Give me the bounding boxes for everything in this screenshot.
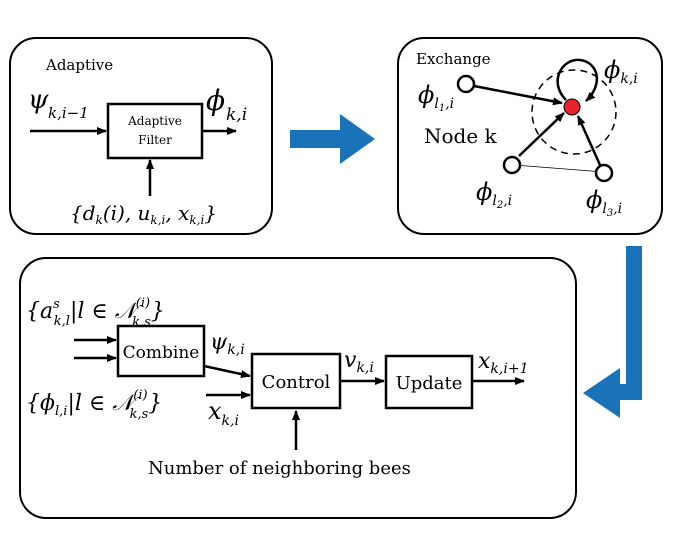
set-phi-Nsub: k,s [130,407,149,422]
svg-text:ϕl2,i: ϕl2,i [476,178,512,211]
l2-to-k-arrow [518,112,565,157]
set-a-mid: |l ∈ [70,299,115,324]
phi-ki-label: ϕ [604,56,620,84]
phi-l1-subsub: 1 [439,103,445,114]
phi-l2-label: ϕ [476,178,492,206]
data-label-close: } [204,201,217,225]
set-phi-open: {ϕ [26,391,55,416]
adaptive-filter-line1: Adaptive [127,114,182,128]
set-a-Nsup: (i) [136,296,150,311]
node-k [563,98,581,116]
data-label-u: (i), u [103,201,151,225]
adaptive-data-label: {dk(i), uk,i, xk,i} [70,201,217,227]
phi-l2-sub: l [492,193,496,209]
svg-text:xk,i+1: xk,i+1 [478,349,528,377]
exchange-panel: Exchange ϕl1,i ϕk,i Node k ϕl2,i ϕl3,i [397,37,663,235]
data-label-x: , x [165,201,189,225]
svg-text:ϕk,i: ϕk,i [604,56,638,87]
phi-l3-i: ,i [613,201,622,217]
phi-l2-i: ,i [503,193,512,209]
svg-text:ϕl1,i: ϕl1,i [418,81,454,114]
x-output-label: x [478,349,491,374]
set-a-close: } [151,299,165,324]
neighborhood-circle [531,69,617,155]
neighbors-label: Number of neighboring bees [148,458,411,479]
v-sub: k,i [356,360,373,376]
adaptive-title: Adaptive [45,56,113,74]
phi-l3-sub: l [602,201,606,217]
node-l1 [456,74,476,94]
psi-input-sub: k,i−1 [48,104,89,122]
set-phi-sub: l,i [55,404,67,419]
x-input-label: x [208,397,222,425]
node-k-label: Node k [424,124,498,148]
phi-l2-subsub: 2 [496,200,503,211]
svg-text:xk,i: xk,i [208,397,239,429]
x-output-sub: k,i+1 [490,361,528,377]
l1-to-k-arrow [473,84,563,106]
node-l3 [594,163,614,183]
data-label-sub-k: k [96,213,103,227]
data-label-sub-x: k,i [189,213,204,227]
svg-text:{ϕl,i|l ∈ 𝒩(i)k,s}: {ϕl,i|l ∈ 𝒩(i)k,s} [26,388,162,422]
set-a-sub: k,l [54,314,70,329]
self-loop-arrow [556,58,599,102]
phi-ki-sub: k,i [620,71,637,87]
phi-output-label: ϕ [206,84,225,117]
psi-sub: k,i [227,342,244,358]
combine-label: Combine [123,343,200,363]
adaptive-filter-box [106,102,204,160]
svg-text:vk,i: vk,i [344,348,374,376]
control-box [250,352,342,410]
set-a-sup: s [53,297,60,312]
data-label-d: {d [70,201,96,225]
adaptive-filter-line2: Filter [138,133,172,147]
l2-l3-link [513,164,605,173]
svg-text:ϕl3,i: ϕl3,i [586,186,622,219]
set-a-open: {a [26,299,53,324]
exchange-title: Exchange [416,50,491,68]
node-l2 [502,155,522,175]
update-label: Update [396,373,463,394]
psi-label: ψ [210,330,228,355]
blue-down-left-arrow [583,246,642,418]
phi-l1-label: ϕ [418,81,434,109]
adaptive-panel: Adaptive ψ k,i−1 Adaptive Filter ϕ k,i {… [9,37,273,235]
x-input-sub: k,i [222,413,239,429]
l3-to-k-arrow [576,115,602,166]
phi-l1-i: ,i [445,96,454,112]
set-phi-close: } [148,391,162,416]
phi-output-sub: k,i [226,105,247,125]
control-label: Control [262,372,331,393]
blue-right-arrow [290,114,375,164]
svg-text:ψk,i: ψk,i [210,330,245,358]
data-label-sub-u: k,i [150,213,165,227]
v-label: v [344,348,357,373]
psi-input-label: ψ [28,85,49,115]
phi-l3-subsub: 3 [607,208,613,219]
svg-text:{dk(i), uk,i, xk,i}: {dk(i), uk,i, xk,i} [70,201,217,227]
phi-l3-label: ϕ [586,186,602,214]
svg-text:{ask,l|l ∈ 𝒩(i)k,s}: {ask,l|l ∈ 𝒩(i)k,s} [26,296,165,330]
combine-box [116,324,206,378]
phi-l1-sub: l [434,96,438,112]
psi-to-control-arrow [203,364,251,378]
set-phi-Nsup: (i) [133,388,147,403]
set-phi-mid: |l ∈ [67,391,112,416]
